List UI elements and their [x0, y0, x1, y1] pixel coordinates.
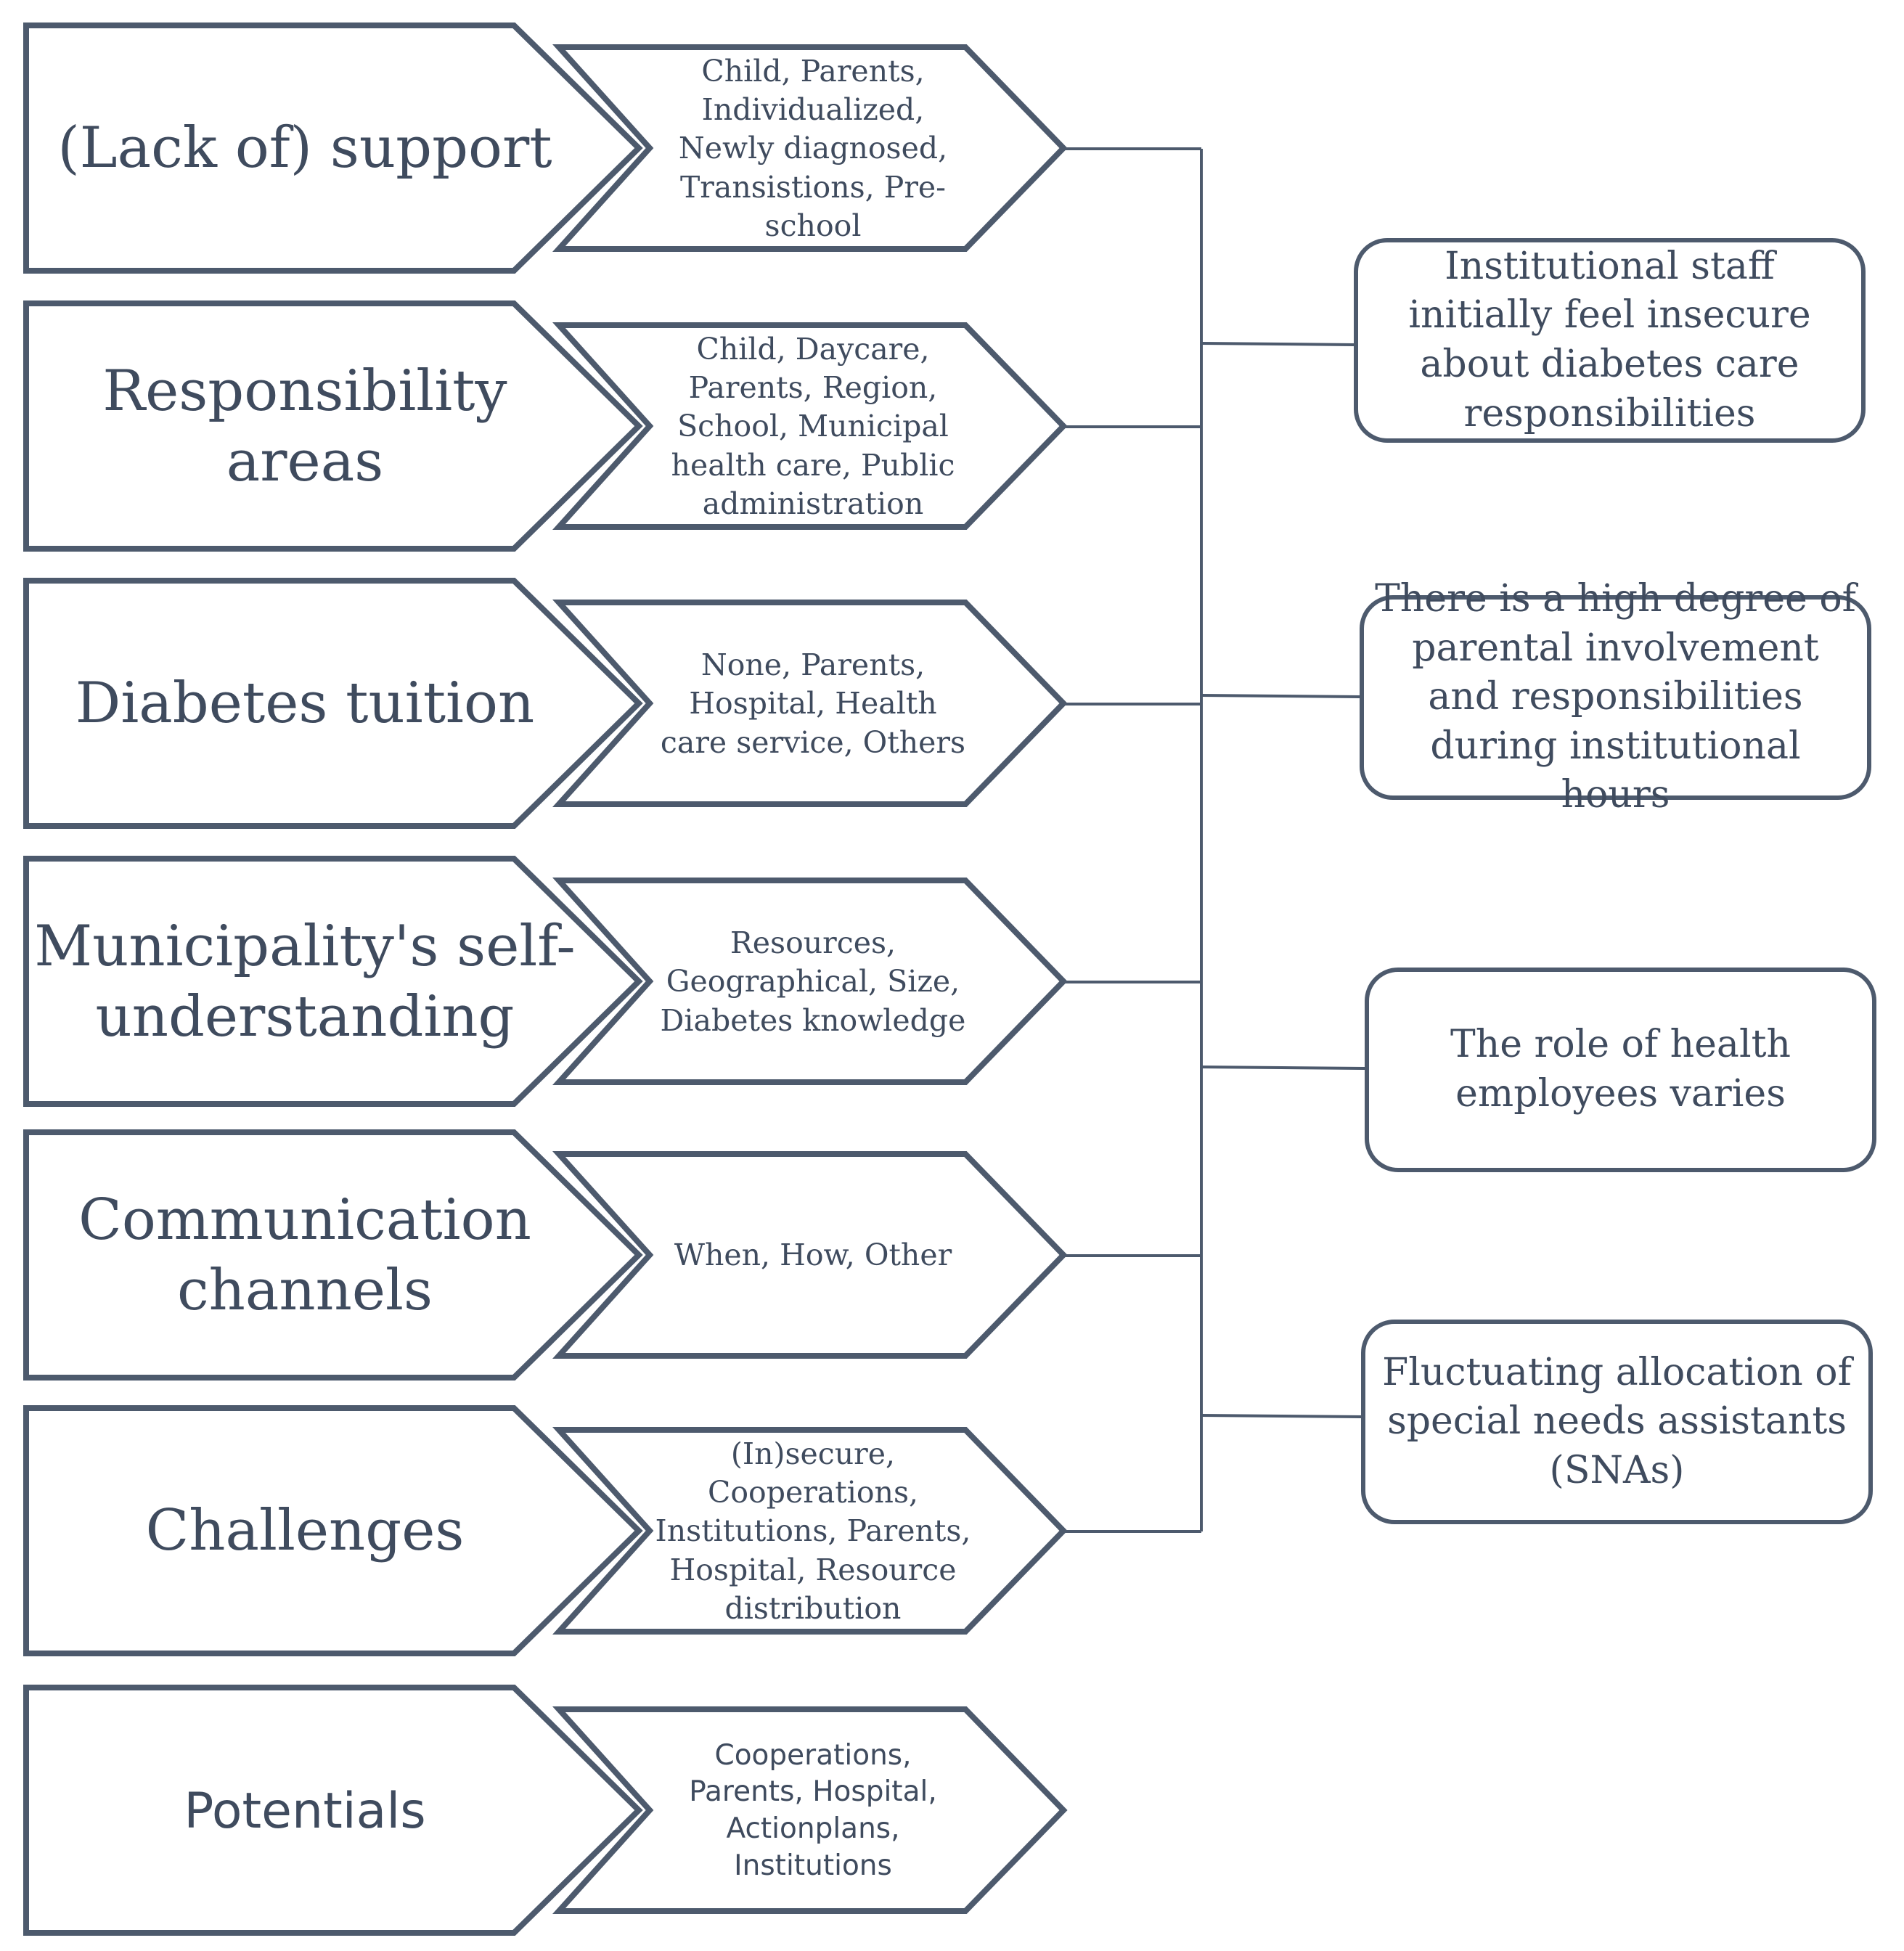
- subcategory-chevron-shape: [552, 1706, 1068, 1914]
- category-label-municipality-self-understanding: Municipality's self-understanding: [34, 913, 576, 1050]
- subcategory-list-responsibility-areas: Child, Daycare, Parents, Region, School,…: [671, 331, 955, 521]
- category-label-support: (Lack of) support: [57, 115, 552, 181]
- subcategory-list-challenges: (In)secure, Cooperations, Institutions, …: [655, 1436, 971, 1626]
- category-label-challenges: Challenges: [145, 1498, 465, 1564]
- category-arrow-edge: [520, 1414, 640, 1648]
- category-arrow-edge: [520, 864, 640, 1098]
- subcategory-chevron-shape: [552, 1427, 1068, 1635]
- category-arrow-edge: [520, 309, 640, 543]
- subcategory-list-diabetes-tuition: None, Parents, Hospital, Health care ser…: [660, 647, 966, 760]
- connector-finding-1: [1201, 342, 1355, 346]
- connector-finding-2: [1201, 694, 1360, 698]
- subcategory-chevron-shape: [552, 44, 1068, 252]
- subcategory-list-support: Child, Parents, Individualized, Newly di…: [678, 53, 948, 243]
- finding-box-parental-involvement: There is a high degree of parental invol…: [1360, 577, 1871, 817]
- category-arrow-edge: [520, 586, 640, 820]
- finding-box-insecure-staff: Institutional staff initially feel insec…: [1354, 238, 1866, 443]
- subcategory-chevron-shape: [552, 322, 1068, 530]
- finding-box-sna-allocation: Fluctuating allocation of special needs …: [1361, 1320, 1873, 1524]
- connector-finding-3: [1201, 1066, 1365, 1070]
- category-arrow-edge: [520, 31, 640, 265]
- category-label-potentials: Potentials: [184, 1782, 426, 1840]
- subcategory-list-potentials: Cooperations, Parents, Hospital, Actionp…: [689, 1738, 937, 1882]
- finding-box-health-employees: The role of health employees varies: [1365, 968, 1876, 1172]
- subcategory-list-communication: When, How, Other: [674, 1238, 952, 1273]
- category-label-diabetes-tuition: Diabetes tuition: [75, 671, 535, 737]
- subcategory-chevron-shape: [552, 878, 1068, 1085]
- category-arrow-edge: [520, 1693, 640, 1927]
- subcategory-list-municipality: Resources, Geographical, Size, Diabetes …: [660, 925, 966, 1038]
- subcategory-chevron-shape: [552, 600, 1068, 807]
- subcategory-chevron-shape: [552, 1151, 1068, 1359]
- category-arrow-edge: [520, 1138, 640, 1372]
- category-label-responsibility-areas: Responsibility areas: [102, 358, 507, 495]
- connector-finding-4: [1201, 1414, 1362, 1418]
- category-label-communication-channels: Communication channels: [78, 1187, 531, 1324]
